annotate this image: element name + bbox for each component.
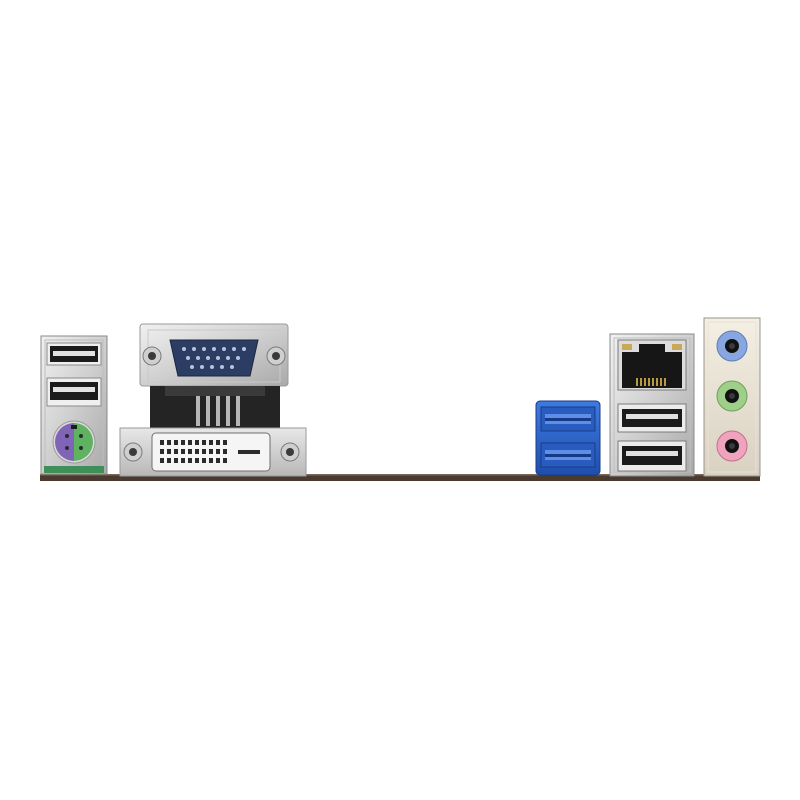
audio-jack-line-in[interactable] (716, 330, 748, 362)
pcb-edge (40, 474, 760, 481)
audio-jack-line-out[interactable] (716, 380, 748, 412)
pcb-edge-highlight (40, 474, 760, 476)
vga-screw-right (266, 346, 286, 366)
dvi-screw-right (280, 442, 300, 462)
dvi-d-port[interactable] (151, 432, 271, 472)
usb-2-port-right-bottom[interactable] (617, 440, 687, 472)
rj45-lan-port[interactable] (617, 339, 687, 391)
vga-port[interactable] (169, 339, 259, 377)
green-solder-strip (44, 466, 104, 473)
usb-2-port-left-top[interactable] (46, 342, 102, 366)
usb-2-port-right-top[interactable] (617, 403, 687, 433)
audio-jack-mic-in[interactable] (716, 430, 748, 462)
vga-connector-body (150, 386, 280, 428)
usb-3-port-top[interactable] (540, 406, 596, 432)
ps2-combo-port[interactable] (52, 420, 96, 464)
vga-screw-left (142, 346, 162, 366)
dvi-screw-left (123, 442, 143, 462)
usb-3-port-bottom[interactable] (540, 442, 596, 468)
usb-2-port-left-bottom[interactable] (46, 377, 102, 407)
